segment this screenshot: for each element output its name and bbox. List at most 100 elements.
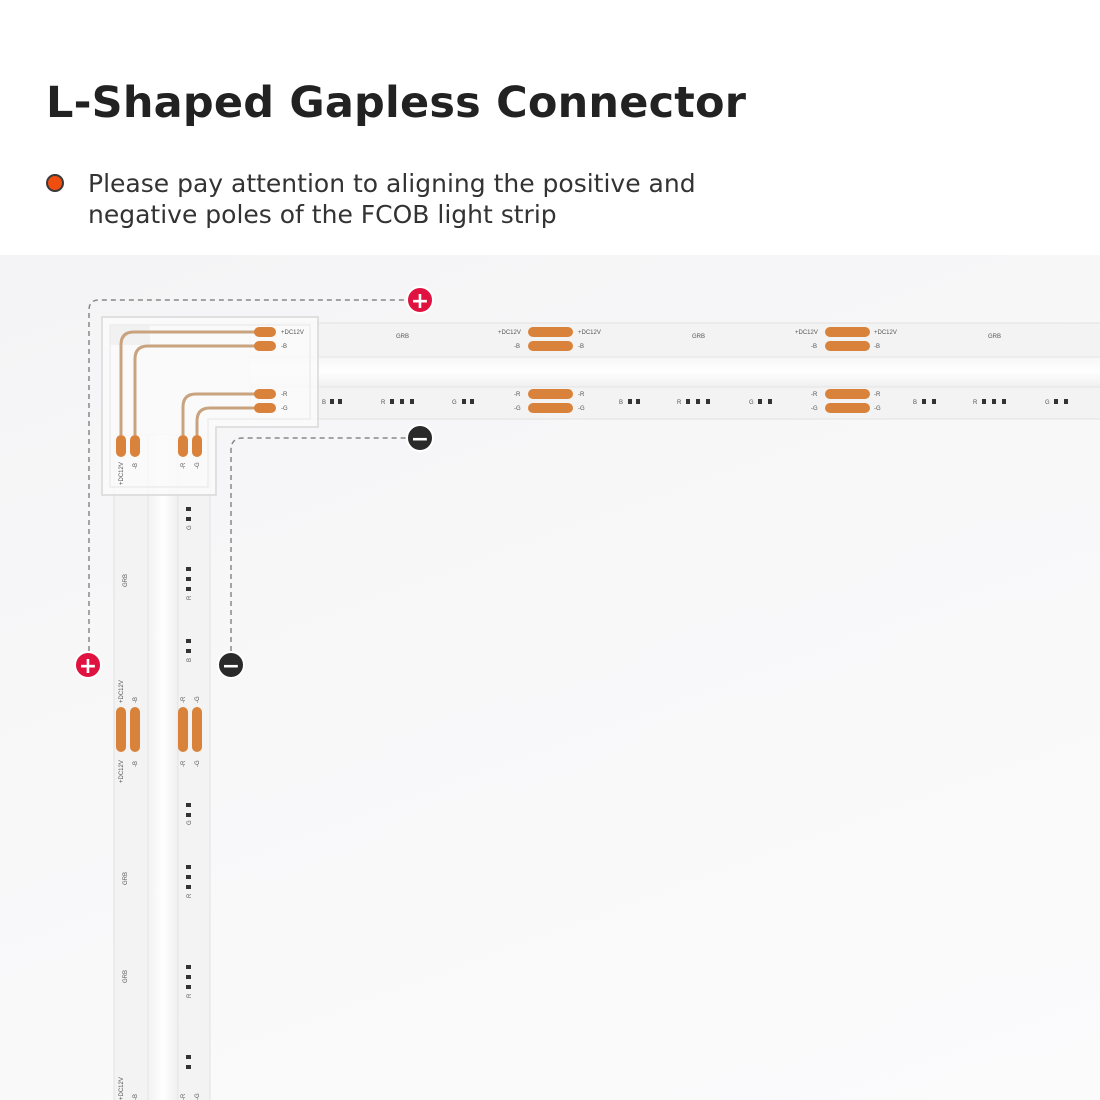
label-chip-g: G [749,400,754,406]
connector-clip [110,325,150,345]
label-g: -G [195,696,201,703]
led-chip [186,885,191,889]
polarity-note-text: Please pay attention to aligning the pos… [88,168,788,230]
led-chip [768,399,772,404]
wire-r [181,392,270,435]
label-grb: GRB [123,970,129,983]
led-chip [186,577,191,581]
copper-pad [192,435,202,457]
label-g: -G [514,406,521,412]
copper-pad [528,327,573,337]
positive-icon [406,286,434,314]
led-chip [186,649,191,653]
label-chip-b: B [913,400,917,406]
connector-outline [101,316,319,496]
label-b: -B [811,344,817,350]
label-chip-b: B [322,400,326,406]
copper-pad [825,389,870,399]
positive-icon [74,651,102,679]
label-chip-r: R [187,893,193,898]
label-grb: GRB [692,334,705,340]
led-chip [186,1055,191,1059]
page-title: L-Shaped Gapless Connector [46,78,747,128]
label-dc12v: +DC12V [119,760,125,783]
led-chip [462,399,466,404]
label-chip-r: R [973,400,978,406]
horizontal-led-chips [330,399,1068,404]
led-chip [186,813,191,817]
connector-diagram-svg: +DC12V -B -R -G GRB +DC12V -B -R -G +DC1… [74,286,1100,1100]
copper-pad [254,327,276,337]
label-chip-r: R [187,595,193,600]
horizontal-copper-pads [254,327,870,413]
connector-inner-outline [109,324,311,488]
label-dc12v: +DC12V [498,330,521,336]
led-chip [706,399,710,404]
note-line-2: negative poles of the FCOB light strip [88,200,557,229]
vertical-led-chips [186,507,191,1069]
negative-icon [217,651,245,679]
label-dc12v: +DC12V [119,680,125,703]
negative-guide-line [230,437,408,651]
copper-pad [254,341,276,351]
label-g: -G [195,760,201,767]
label-r: -R [578,392,585,398]
copper-pad [825,341,870,351]
label-g: -G [811,406,818,412]
positive-symbol: + [79,654,97,679]
label-r: -R [874,392,881,398]
label-dc12v: +DC12V [119,462,125,485]
copper-pad [178,707,188,752]
negative-symbol: − [222,654,240,679]
label-dc12v: +DC12V [874,330,897,336]
label-dc12v: +DC12V [281,330,304,336]
led-chip [470,399,474,404]
label-r: -R [514,392,521,398]
label-grb: GRB [123,574,129,587]
led-chip [186,507,191,511]
led-chip [186,875,191,879]
vertical-light-strip [113,434,211,1100]
wire-g [195,406,270,435]
led-chip [1064,399,1068,404]
negative-icon [406,424,434,452]
led-chip [1054,399,1058,404]
led-chip [686,399,690,404]
label-g: -G [874,406,881,412]
led-chip [330,399,334,404]
label-dc12v: +DC12V [119,1077,125,1100]
led-chip [696,399,700,404]
led-chip [186,1065,191,1069]
led-chip [338,399,342,404]
led-chip [390,399,394,404]
led-chip [922,399,926,404]
label-chip-g: G [1045,400,1050,406]
led-chip [186,639,191,643]
positive-marker-left: + [74,651,102,679]
copper-pad [528,403,573,413]
copper-pad [130,707,140,752]
label-chip-g: G [187,525,193,530]
connector-wires [119,330,270,435]
led-chip [186,567,191,571]
vertical-strip-tube [148,435,178,1100]
led-chip [1002,399,1006,404]
led-chip [186,975,191,979]
orange-bullet-icon [46,174,64,192]
vertical-copper-pads [116,435,202,752]
led-chip [186,517,191,521]
negative-marker-left: − [217,651,245,679]
led-chip [186,587,191,591]
copper-pad [528,389,573,399]
copper-pad [254,389,276,399]
label-r: -R [811,392,818,398]
positive-symbol: + [411,289,429,314]
label-r: -R [181,462,187,469]
label-r: -R [181,760,187,767]
copper-pad [116,707,126,752]
label-g: -G [281,406,288,412]
copper-pad [825,403,870,413]
copper-pad [528,341,573,351]
led-chip [186,865,191,869]
label-r: -R [281,392,288,398]
